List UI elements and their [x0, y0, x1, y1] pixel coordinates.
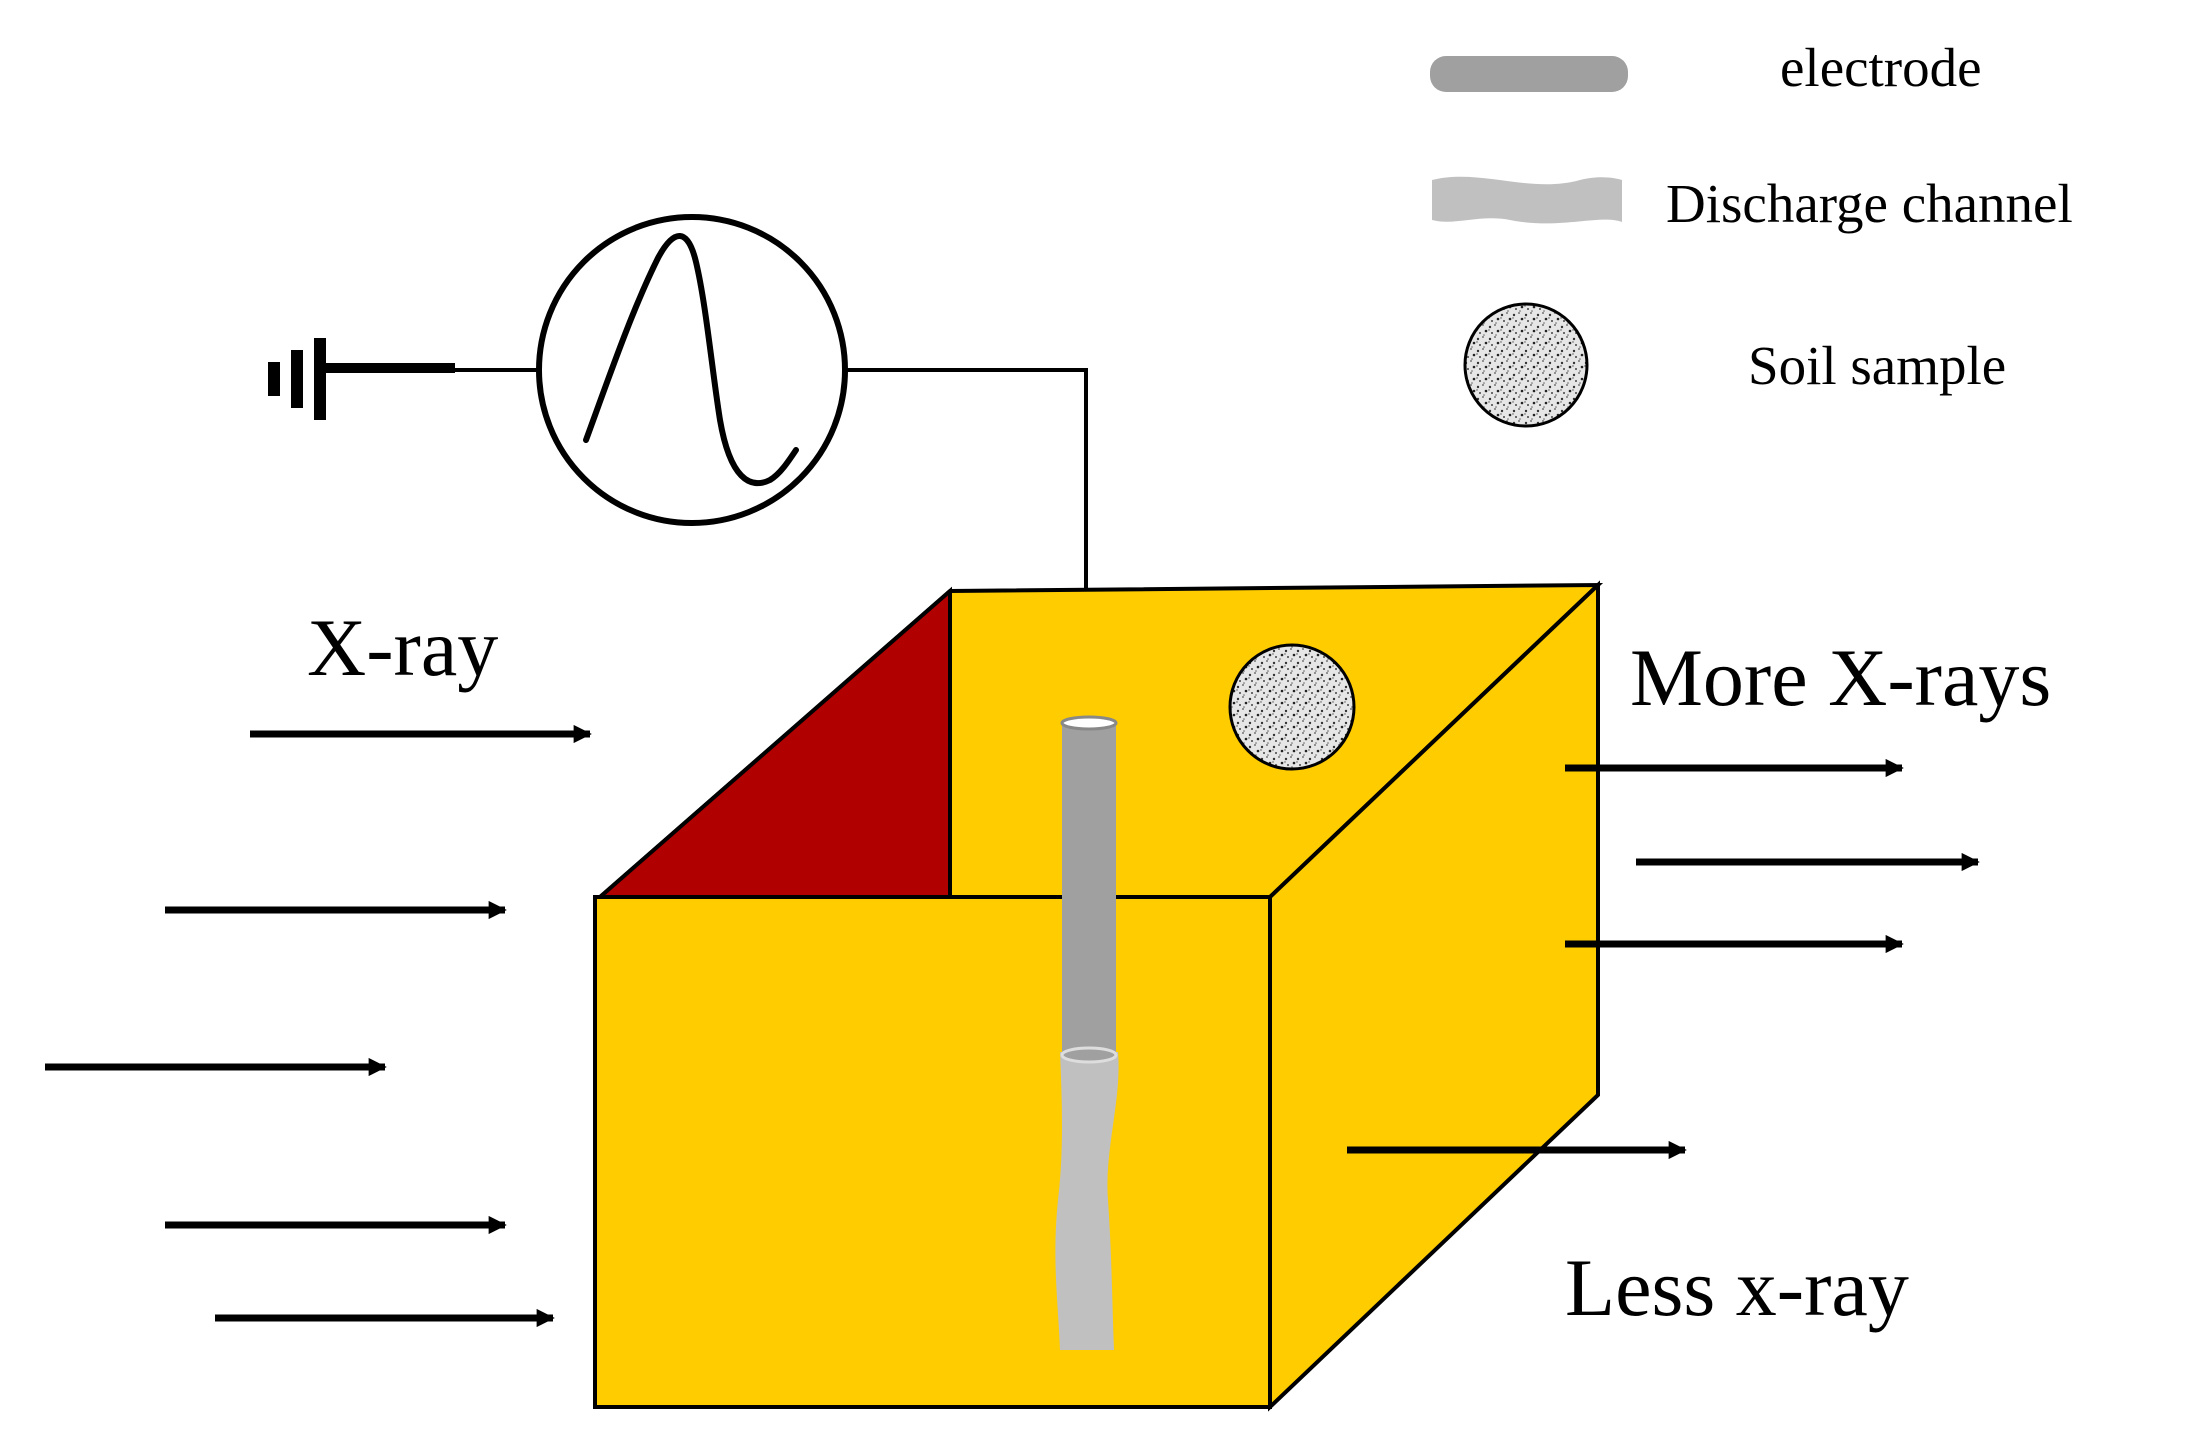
label-xray-in: X-ray: [307, 602, 498, 693]
wire-source-to-electrode: [845, 368, 1088, 640]
legend-electrode-swatch: [1430, 56, 1628, 92]
box-inner-back-panel: [594, 586, 952, 899]
incoming-xray-arrows: [45, 724, 592, 1328]
legend: electrode Discharge channel Soil sample: [1430, 37, 2073, 428]
legend-electrode-label: electrode: [1780, 37, 1982, 98]
legend-discharge-label: Discharge channel: [1666, 173, 2073, 234]
box-front-face: [593, 895, 1272, 1409]
outgoing-xray-arrows: [1347, 758, 1980, 1160]
pulse-source-icon: [536, 214, 848, 526]
ground-symbol-icon: [268, 338, 455, 420]
sample-box: [593, 580, 1604, 1412]
discharge-channel: [1055, 1052, 1119, 1350]
legend-soil-label: Soil sample: [1748, 335, 2006, 396]
electrode: [1060, 715, 1118, 1064]
label-more-xrays: More X-rays: [1630, 632, 2051, 723]
legend-soil-swatch: [1463, 302, 1589, 428]
legend-discharge-swatch: [1432, 176, 1622, 224]
soil-sample-in-box: [1228, 643, 1356, 771]
label-less-xray: Less x-ray: [1565, 1242, 1909, 1333]
